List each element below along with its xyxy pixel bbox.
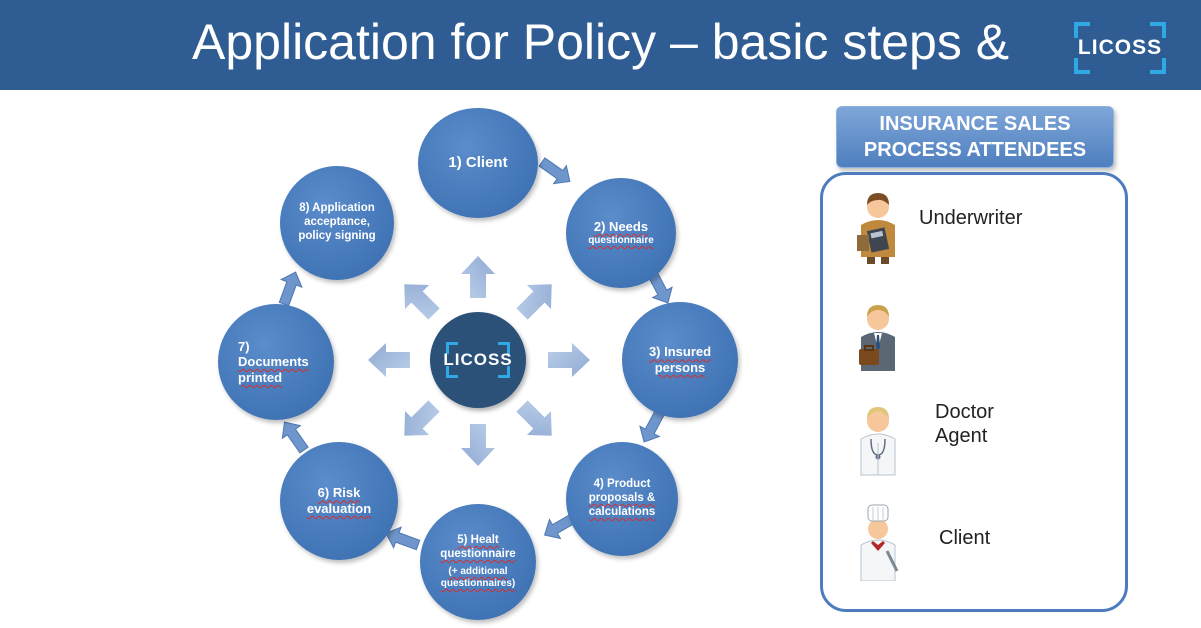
step-product-line-3: calculations [588, 505, 656, 518]
page-title: Application for Policy – basic steps & [192, 14, 1010, 70]
step-health-line-2: questionnaire [440, 548, 516, 560]
attendee-underwriter-label: Underwriter [919, 207, 1023, 229]
step-product-proposals: 4) Product proposals & calculations [566, 442, 678, 556]
arrow-documents-to-acceptance [278, 271, 303, 307]
attendee-client: Client [823, 501, 1125, 591]
attendee-client-label: Client [939, 527, 991, 549]
radial-arrow-up-left [404, 284, 440, 320]
attendee-agent: Agent [823, 297, 1125, 447]
step-client: 1) Client [418, 108, 538, 218]
step-documents-printed: 7) Documents printed [218, 304, 334, 420]
step-needs-questionnaire: 2) Needs questionnaire [566, 178, 676, 288]
step-application-acceptance: 8) Application acceptance, policy signin… [280, 166, 394, 280]
attendees-header: INSURANCE SALES PROCESS ATTENDEES [836, 106, 1114, 168]
radial-arrow-right [548, 343, 590, 377]
step-health-line-4: questionnaires) [440, 577, 516, 589]
center-bracket-bottom-left [446, 366, 458, 378]
center-bracket-top-right [498, 342, 510, 354]
step-product-line-2: proposals & [588, 492, 656, 505]
arrow-health-to-risk [385, 526, 421, 551]
logo-text: LICOSS [1077, 36, 1163, 59]
step-health-line-3: (+ additional [448, 565, 508, 577]
step-product-line-1: 4) Product [593, 478, 651, 491]
step-acceptance-line-3: policy signing [298, 229, 376, 242]
step-needs-line-2: questionnaire [588, 234, 654, 246]
radial-arrow-up [461, 256, 495, 298]
attendees-header-line-2: PROCESS ATTENDEES [863, 139, 1087, 161]
client-icon [860, 504, 899, 581]
step-risk-line-1: 6) Risk [317, 485, 361, 501]
radial-arrow-left [368, 343, 410, 377]
logo-bracket-top-right [1150, 22, 1166, 38]
radial-arrows [368, 256, 590, 466]
cycle-arrows [278, 157, 673, 551]
step-insured-line-1: 3) Insured [648, 344, 712, 360]
center-bracket-bottom-right [498, 366, 510, 378]
step-risk-line-2: evaluation [306, 501, 372, 516]
radial-arrow-down-right [516, 400, 552, 436]
logo-bracket-bottom-left [1074, 58, 1090, 74]
agent-icon [859, 305, 895, 371]
step-insured-persons: 3) Insured persons [622, 302, 738, 418]
attendees-panel: Underwriter Agent Doctor [820, 172, 1128, 612]
step-health-questionnaire: 5) Healt questionnaire (+ additional que… [420, 504, 536, 620]
title-bar: Application for Policy – basic steps & L… [0, 0, 1201, 90]
arrows-layer [278, 157, 673, 551]
doctor-icon [860, 407, 896, 476]
step-insured-line-2: persons [654, 360, 706, 375]
radial-arrow-down [461, 424, 495, 466]
radial-arrow-down-left [404, 400, 440, 436]
underwriter-icon [857, 193, 895, 264]
step-client-line-1: 1) Client [448, 154, 508, 171]
licoss-logo: LICOSS [1058, 22, 1182, 74]
center-bracket-top-left [446, 342, 458, 354]
step-documents-line-2: Documents [238, 354, 309, 370]
center-logo-text: LICOSS [443, 350, 513, 369]
attendees-header-line-1: INSURANCE SALES [879, 113, 1071, 135]
arrow-risk-to-documents [281, 421, 309, 454]
step-acceptance-line-2: acceptance, [304, 216, 370, 229]
arrow-client-to-needs [538, 157, 571, 185]
attendee-underwriter: Underwriter [823, 185, 1125, 275]
radial-arrow-up-right [516, 284, 552, 320]
process-diagram: 1) Client 2) Needs questionnaire 3) Insu… [0, 90, 800, 628]
logo-bracket-top-left [1074, 22, 1090, 38]
step-risk-evaluation: 6) Risk evaluation [280, 442, 398, 560]
attendee-agent-label: Agent [935, 425, 988, 447]
step-documents-line-1: 7) [238, 338, 250, 354]
attendee-doctor: Doctor [823, 399, 1125, 489]
step-acceptance-line-1: 8) Application [299, 202, 375, 215]
step-needs-line-1: 2) Needs [593, 219, 649, 235]
attendee-doctor-label: Doctor [935, 401, 994, 423]
step-health-line-1: 5) Healt [457, 534, 499, 547]
center-licoss-logo: LICOSS [430, 312, 526, 408]
logo-bracket-bottom-right [1150, 58, 1166, 74]
arrow-insured-to-product [639, 408, 666, 443]
step-documents-line-3: printed [238, 369, 283, 385]
